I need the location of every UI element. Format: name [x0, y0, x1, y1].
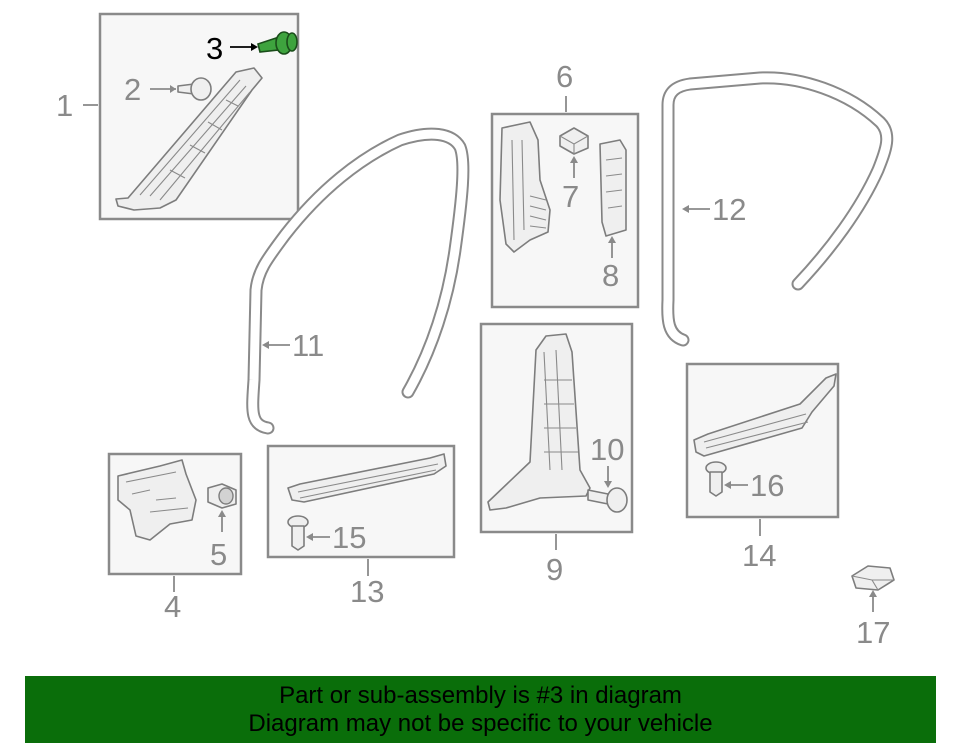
cover-8[interactable]	[599, 139, 627, 237]
callout-2: 2	[124, 72, 141, 107]
callout-3[interactable]: 3	[206, 31, 223, 66]
group-4-cowl-side-trim: 5 4	[107, 452, 243, 624]
callout-8: 8	[602, 258, 619, 293]
group-1-a-pillar-garnish: 1 2 3	[56, 12, 300, 221]
clip-16[interactable]	[705, 461, 727, 497]
callout-10: 10	[590, 432, 624, 467]
banner-line-2: Diagram may not be specific to your vehi…	[248, 710, 713, 737]
clip-nut-17[interactable]	[851, 565, 895, 591]
callout-6: 6	[556, 59, 573, 94]
callout-12: 12	[712, 192, 746, 227]
callout-14: 14	[742, 538, 776, 573]
b-pillar-lower-garnish[interactable]	[487, 333, 591, 511]
callout-15: 15	[332, 520, 366, 555]
clip-15[interactable]	[287, 515, 309, 551]
callout-1: 1	[56, 88, 73, 123]
group-6-b-pillar-upper: 6 7 8	[490, 59, 640, 309]
group-13-front-scuff-plate: 15 13	[266, 444, 456, 609]
callout-13: 13	[350, 574, 384, 609]
banner-line-1: Part or sub-assembly is #3 in diagram	[279, 682, 682, 709]
callout-9: 9	[546, 552, 563, 587]
callout-11: 11	[292, 328, 324, 363]
group-14-rear-scuff-plate: 16 14	[685, 362, 840, 573]
group-9-b-pillar-lower: 10 9	[479, 322, 634, 587]
bolt-3-highlighted[interactable]	[257, 31, 298, 55]
info-banner: Part or sub-assembly is #3 in diagram Di…	[25, 676, 936, 743]
clip-2[interactable]	[177, 77, 212, 101]
front-door-weatherstrip-11[interactable]	[246, 127, 470, 435]
callout-7: 7	[562, 179, 579, 214]
clip-7[interactable]	[559, 127, 589, 155]
callout-5: 5	[210, 537, 227, 572]
rear-door-weatherstrip-12[interactable]	[661, 71, 894, 347]
clip-5[interactable]	[207, 483, 237, 509]
callout-4: 4	[164, 589, 181, 624]
callout-17: 17	[856, 615, 890, 650]
callout-16: 16	[750, 468, 784, 503]
clip-10[interactable]	[587, 487, 628, 513]
